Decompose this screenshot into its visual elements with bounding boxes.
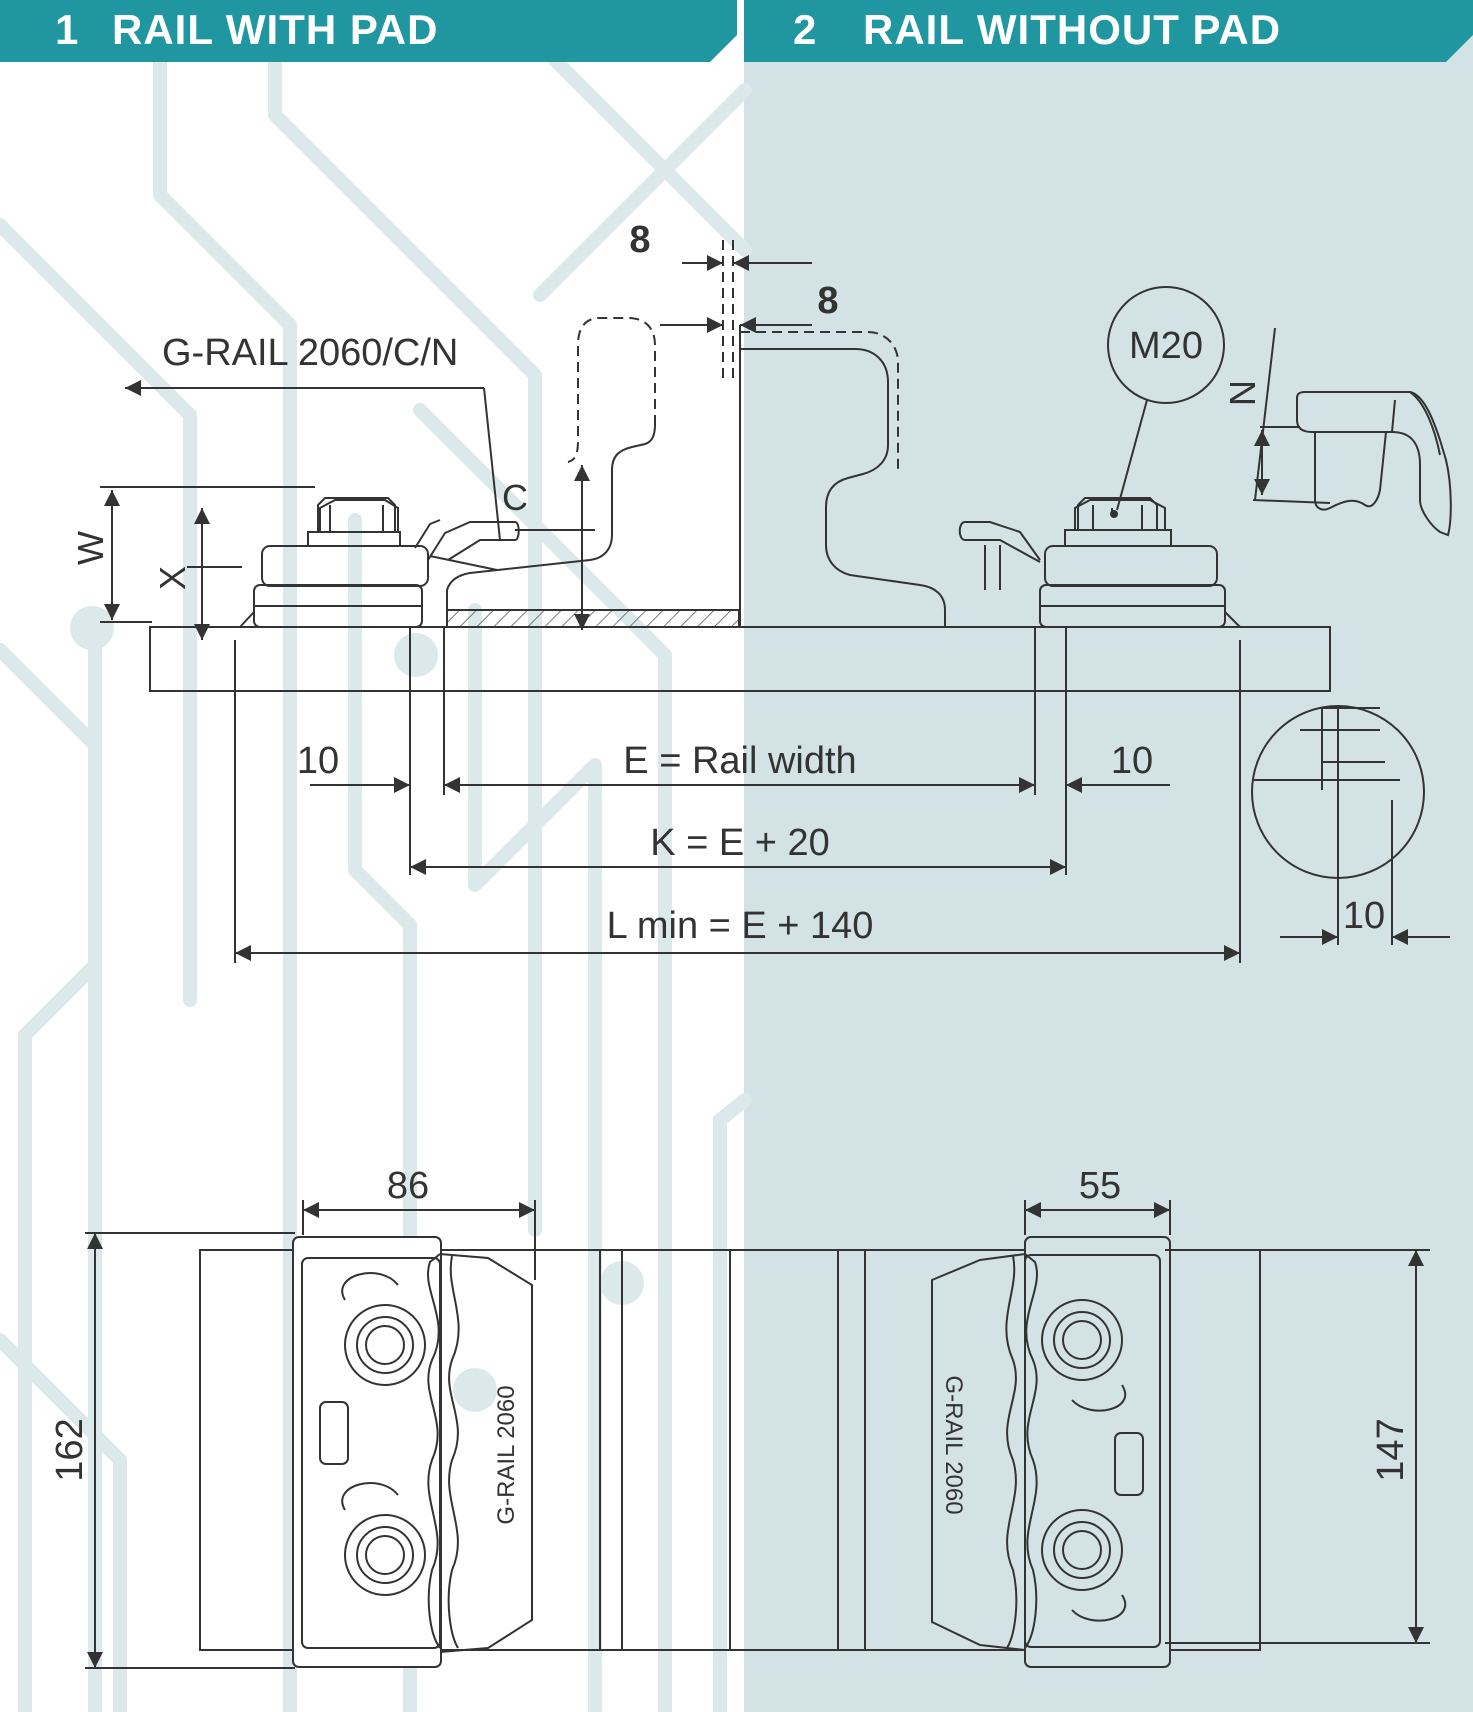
panel-2-number: 2 — [793, 6, 818, 53]
magnifier-detail — [1251, 705, 1450, 945]
circuit-nodes — [70, 606, 644, 1412]
header-tab-1-shape — [0, 0, 737, 62]
header-panel-2: 2 RAIL WITHOUT PAD — [744, 0, 1473, 64]
n-detail — [1252, 327, 1452, 537]
x-label: X — [152, 566, 193, 590]
k-formula-label: K = E + 20 — [650, 822, 830, 864]
plan-view — [85, 1200, 1430, 1669]
clip-text-left: G-RAIL 2060 — [493, 1385, 520, 1524]
rail-profile — [740, 348, 946, 627]
dimension-labels: G-RAIL 2060/C/N C W X N M20 8 8 10 E = R… — [49, 219, 1412, 1525]
gap-top-label: 8 — [629, 219, 650, 261]
panel-1-title: RAIL WITH PAD — [112, 6, 439, 53]
right-clamp-plan — [931, 1236, 1171, 1668]
n-label: N — [1222, 380, 1263, 406]
right-10-label: 10 — [1111, 740, 1153, 782]
panel-1-number: 1 — [55, 6, 80, 53]
detail-10-label: 10 — [1343, 895, 1385, 937]
c-label: C — [502, 477, 528, 518]
panel-2-title: RAIL WITHOUT PAD — [863, 6, 1282, 53]
rail-width-label: E = Rail width — [623, 740, 856, 782]
circuit-background — [0, 53, 752, 1712]
rail-pad — [446, 609, 740, 628]
l-formula-label: L min = E + 140 — [607, 905, 874, 947]
header-panel-1: 1 RAIL WITH PAD — [0, 0, 737, 64]
left-10-label: 10 — [297, 740, 339, 782]
height-162-label: 162 — [49, 1418, 91, 1481]
clip-text-right: G-RAIL 2060 — [940, 1375, 967, 1514]
height-147-label: 147 — [1370, 1418, 1412, 1481]
width-86-label: 86 — [387, 1165, 429, 1207]
m20-callout — [1107, 286, 1225, 404]
width-55-label: 55 — [1079, 1165, 1121, 1207]
header-tab-2-shape — [744, 0, 1473, 62]
hex-nut-icon — [317, 497, 1158, 533]
rail-wear-outline — [567, 317, 656, 463]
side-elevation — [100, 240, 1452, 963]
clip-type-label: G-RAIL 2060/C/N — [162, 332, 458, 374]
left-clamp-plan — [292, 1236, 533, 1668]
gap-right-label: 8 — [817, 280, 838, 322]
w-label: W — [70, 531, 111, 565]
m20-label: M20 — [1129, 325, 1203, 367]
